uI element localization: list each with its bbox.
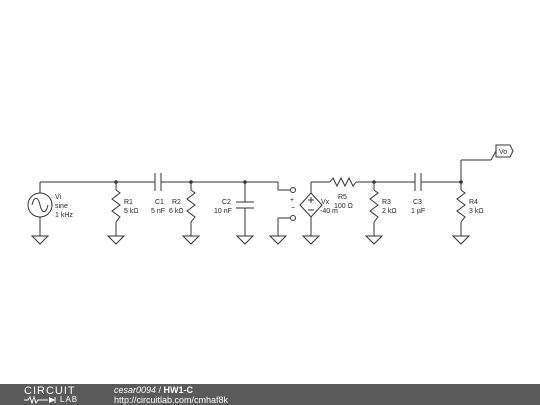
circuitlab-logo[interactable]: CIRCUIT LAB xyxy=(24,384,94,405)
vo-name-label: Vo xyxy=(499,149,507,156)
r4-value-label: 3 kΩ xyxy=(469,208,484,215)
r3-resistor[interactable] xyxy=(369,189,379,223)
r2-name-label: R2 xyxy=(172,199,181,206)
credit-line: cesar0094 / HW1-C xyxy=(114,385,193,395)
vx-gain-label: -40 m xyxy=(320,208,338,215)
junction-dots xyxy=(114,180,463,184)
c2-capacitor[interactable] xyxy=(236,201,254,209)
c1-name-label: C1 xyxy=(155,199,164,206)
c3-capacitor[interactable] xyxy=(414,173,422,191)
c1-capacitor[interactable] xyxy=(154,173,162,191)
vx-name-label: Vx xyxy=(321,199,330,206)
circuit-title: HW1-C xyxy=(163,385,194,395)
vx-dependent-source[interactable] xyxy=(299,192,323,218)
r5-name-label: R5 xyxy=(338,194,347,201)
ground-symbols xyxy=(30,235,471,245)
r3-name-label: R3 xyxy=(382,199,391,206)
c3-value-label: 1 µF xyxy=(411,208,425,215)
r1-resistor[interactable] xyxy=(111,189,121,223)
r3-value-label: 2 kΩ xyxy=(382,208,397,215)
r1-name-label: R1 xyxy=(124,199,133,206)
vi-freq-label: 1 kHz xyxy=(55,212,73,219)
r1-value-label: 5 kΩ xyxy=(124,208,139,215)
r4-resistor[interactable] xyxy=(456,189,466,223)
port-plus-label: + xyxy=(290,197,294,204)
vi-sine-source[interactable] xyxy=(27,192,53,218)
port-minus-label: − xyxy=(291,205,295,212)
c2-name-label: C2 xyxy=(222,199,231,206)
wires xyxy=(39,150,497,236)
logo-text-top: CIRCUIT xyxy=(24,385,76,397)
r5-resistor[interactable] xyxy=(329,176,357,188)
logo-text-bottom: LAB xyxy=(60,395,79,404)
c2-value-label: 10 nF xyxy=(214,208,232,215)
c1-value-label: 5 nF xyxy=(151,208,165,215)
footer-bar: CIRCUIT LAB cesar0094 / HW1-C http://cir… xyxy=(0,384,540,405)
vi-type-label: sine xyxy=(55,203,68,210)
r4-name-label: R4 xyxy=(469,199,478,206)
vi-name-label: Vi xyxy=(55,194,62,201)
credit-separator: / xyxy=(156,385,164,395)
circuit-url-link[interactable]: http://circuitlab.com/cmhaf8k xyxy=(114,395,229,405)
r5-value-label: 100 Ω xyxy=(334,203,353,210)
vo-output-label[interactable]: Vo xyxy=(495,144,514,158)
circuit-schematic: Vi sine 1 kHz R1 5 kΩ R2 6 kΩ R3 2 kΩ R4… xyxy=(27,144,514,245)
r2-resistor[interactable] xyxy=(186,189,196,223)
control-port-terminals[interactable] xyxy=(290,187,296,221)
r2-value-label: 6 kΩ xyxy=(169,208,184,215)
c3-name-label: C3 xyxy=(413,199,422,206)
logo-wave-icon xyxy=(24,396,56,404)
author-name[interactable]: cesar0094 xyxy=(114,385,157,395)
